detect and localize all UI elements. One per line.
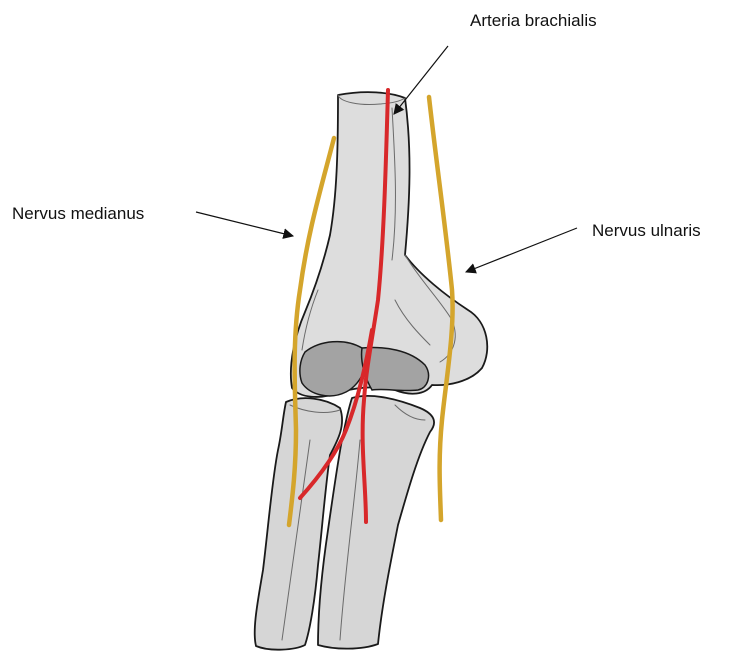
- nervus-medianus-arrow: [196, 212, 293, 236]
- arteria-brachialis-arrow: [394, 46, 448, 114]
- nervus-medianus-label: Nervus medianus: [12, 204, 144, 223]
- nervus-ulnaris-label: Nervus ulnaris: [592, 221, 701, 240]
- nervus-ulnaris-arrow: [466, 228, 577, 272]
- arteria-brachialis-label: Arteria brachialis: [470, 11, 597, 30]
